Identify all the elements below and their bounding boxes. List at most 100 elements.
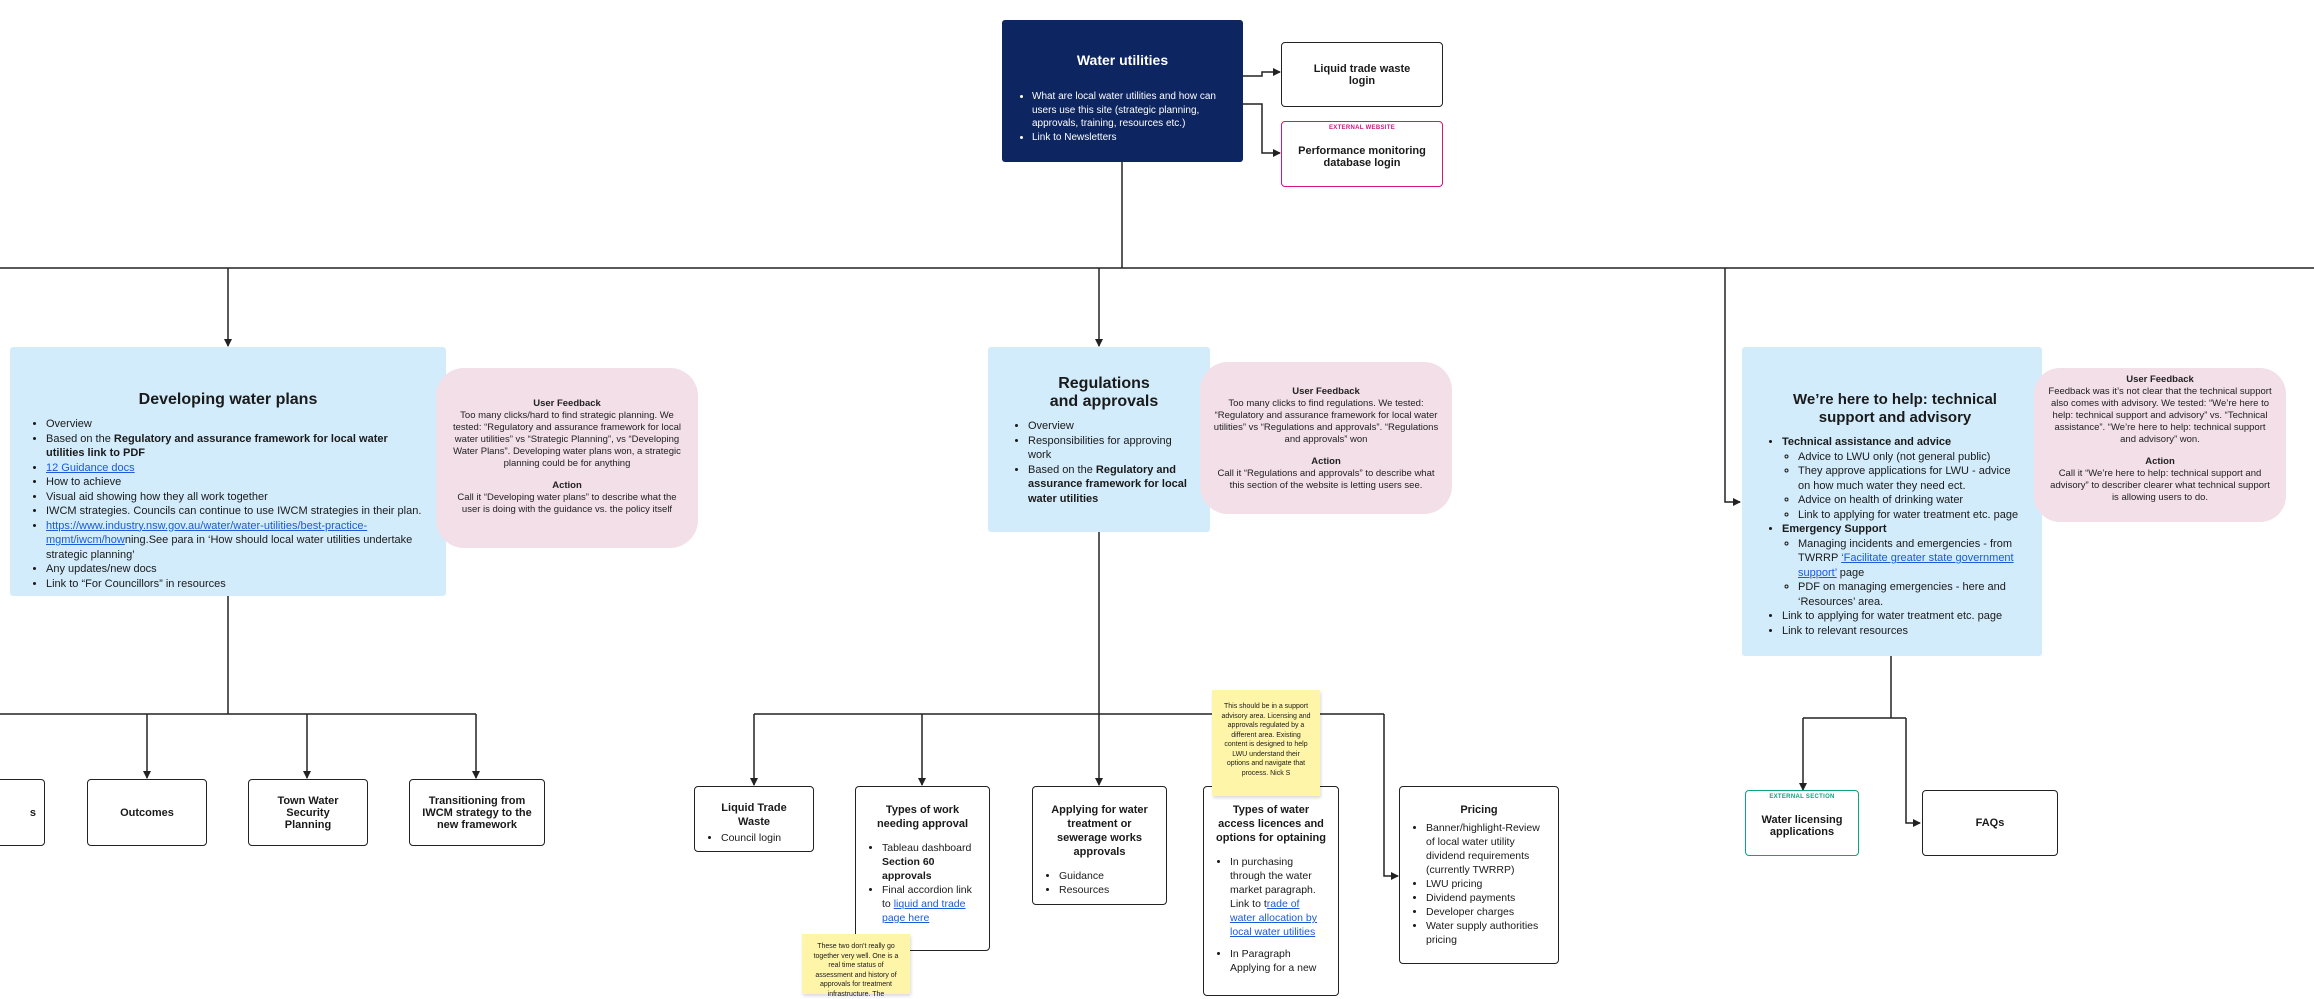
node-label: Liquid trade waste login (1313, 62, 1411, 87)
feedback-heading: User Feedback (2126, 374, 2194, 385)
bullet: Link to “For Councillors” in resources (46, 577, 424, 592)
guidance-docs-link[interactable]: 12 Guidance docs (46, 461, 135, 474)
sticky-text: This should be in a support advisory are… (1221, 703, 1311, 777)
bullet-text: Final accordion link to (882, 884, 972, 910)
water-access-licences-node[interactable]: Types of water access licences and optio… (1203, 786, 1339, 996)
node-bullets: Council login (705, 831, 803, 845)
bullet-text: Tableau dashboard (882, 842, 972, 854)
bullet: Banner/highlight-Review of local water u… (1426, 821, 1548, 877)
bullet: Final accordion link to liquid and trade… (882, 883, 979, 925)
regulations-feedback-note: User Feedback Too many clicks to find re… (1200, 362, 1452, 514)
town-water-security-node[interactable]: Town Water Security Planning (248, 779, 368, 846)
liquid-trade-link[interactable]: liquid and trade page here (882, 898, 966, 924)
bullet: Dividend payments (1426, 891, 1548, 905)
sub-bullets: Managing incidents and emergencies - fro… (1782, 537, 2022, 610)
sub-bullet: They approve applications for LWU - advi… (1798, 464, 2022, 493)
node-title: Pricing (1460, 804, 1498, 816)
liquid-trade-waste-login-node[interactable]: Liquid trade waste login (1281, 42, 1443, 107)
sticky-text: These two don't really go together very … (813, 943, 899, 998)
bullet: Tableau dashboard Section 60 approvals (882, 841, 979, 883)
root-water-utilities[interactable]: Water utilities What are local water uti… (1002, 20, 1243, 162)
bullet: In Paragraph Applying for a new (1230, 947, 1328, 975)
root-bullet: What are local water utilities and how c… (1032, 90, 1227, 131)
sub-bullet: Advice to LWU only (not general public) (1798, 450, 2022, 465)
bullet: https://www.industry.nsw.gov.au/water/wa… (46, 519, 424, 563)
root-bullets: What are local water utilities and how c… (1018, 90, 1227, 144)
node-label: Water licensing applications (1761, 814, 1843, 838)
faqs-node[interactable]: FAQs (1922, 790, 2058, 856)
action-heading: Action (2145, 456, 2175, 467)
sticky-note-bottom: These two don't really go together very … (802, 934, 910, 998)
node-title: Liquid Trade Waste (721, 802, 787, 828)
bullet: Technical assistance and advice Advice t… (1782, 435, 2022, 522)
node-label: FAQs (1975, 817, 2005, 829)
action-heading: Action (1311, 456, 1341, 467)
bullet: LWU pricing (1426, 877, 1548, 891)
bullet: Overview (46, 417, 424, 432)
bullet: Based on the Regulatory and assurance fr… (1028, 463, 1194, 507)
title-line: Regulations (1058, 375, 1150, 392)
node-bullets: Banner/highlight-Review of local water u… (1410, 821, 1548, 947)
bullet: Resources (1059, 883, 1156, 897)
node-label: Town Water Security Planning (277, 794, 339, 831)
bullet-text: page (1836, 566, 1865, 579)
bullet-text: Based on the (46, 432, 114, 445)
feedback-heading: User Feedback (1292, 386, 1360, 397)
bullet: Based on the Regulatory and assurance fr… (46, 432, 424, 461)
node-bullets: Tableau dashboard Section 60 approvals F… (866, 841, 979, 925)
node-bullets: Technical assistance and advice Advice t… (1768, 435, 2022, 638)
iwcm-link[interactable]: https://www.industry.nsw.gov.au/water/wa… (46, 519, 368, 547)
bullet-bold: Section 60 approvals (882, 856, 935, 882)
bullet: Council login (721, 831, 803, 845)
node-label: Outcomes (120, 806, 174, 819)
performance-monitoring-node[interactable]: EXTERNAL WEBSITE Performance monitoring … (1281, 121, 1443, 187)
water-licensing-node[interactable]: EXTERNAL SECTION Water licensing applica… (1745, 790, 1859, 856)
bullet: Any updates/new docs (46, 562, 424, 577)
partial-node[interactable]: s (0, 779, 45, 846)
feedback-text: Feedback was it’s not clear that the tec… (2048, 386, 2272, 445)
node-title: We’re here to help: technical support an… (1793, 391, 1997, 426)
bullet: Visual aid showing how they all work tog… (46, 490, 424, 505)
sub-bullets: Advice to LWU only (not general public) … (1782, 450, 2022, 523)
bullet-bold: Regulatory and assurance framework for l… (46, 432, 388, 460)
bullet: 12 Guidance docs (46, 461, 424, 476)
sub-bullet: PDF on managing emergencies - here and ‘… (1798, 580, 2022, 609)
types-of-work-node[interactable]: Types of work needing approval Tableau d… (855, 786, 990, 951)
developing-water-plans-node[interactable]: Developing water plans Overview Based on… (10, 347, 446, 596)
feedback-text: Too many clicks/hard to find strategic p… (452, 410, 682, 469)
bullet-text: ning.See para in ‘How should local water… (46, 534, 413, 561)
sub-bullet: Managing incidents and emergencies - fro… (1798, 537, 2022, 581)
bullet: Overview (1028, 419, 1194, 434)
technical-support-node[interactable]: We’re here to help: technical support an… (1742, 347, 2042, 656)
node-bullets: Overview Based on the Regulatory and ass… (32, 417, 424, 591)
bullet: Responsibilities for approving work (1028, 434, 1194, 463)
bullet: IWCM strategies. Councils can continue t… (46, 504, 424, 519)
node-title: Types of work needing approval (876, 804, 969, 830)
root-bullet: Link to Newsletters (1032, 131, 1227, 145)
water-plans-feedback-note: User Feedback Too many clicks/hard to fi… (436, 368, 698, 548)
transitioning-node[interactable]: Transitioning from IWCM strategy to the … (409, 779, 545, 846)
bullet: In purchasing through the water market p… (1230, 855, 1328, 939)
applying-approvals-node[interactable]: Applying for water treatment or sewerage… (1032, 786, 1167, 905)
node-bullets: In purchasing through the water market p… (1214, 855, 1328, 975)
pricing-node[interactable]: Pricing Banner/highlight-Review of local… (1399, 786, 1559, 964)
node-label: Performance monitoring database login (1298, 145, 1426, 169)
external-website-label: EXTERNAL WEBSITE (1328, 125, 1396, 131)
bullet: Developer charges (1426, 905, 1548, 919)
liquid-trade-waste-node[interactable]: Liquid Trade Waste Council login (694, 786, 814, 852)
bullet: Link to relevant resources (1782, 624, 2022, 639)
outcomes-node[interactable]: Outcomes (87, 779, 207, 846)
trade-allocation-link[interactable]: rade of water allocation by local water … (1230, 898, 1317, 938)
technical-support-feedback-note: User Feedback Feedback was it’s not clea… (2034, 368, 2286, 522)
sub-bullet: Advice on health of drinking water (1798, 493, 2022, 508)
node-label: Transitioning from IWCM strategy to the … (422, 794, 532, 831)
state-support-link[interactable]: ‘Facilitate greater state government sup… (1798, 552, 2014, 579)
bullet: Water supply authorities pricing (1426, 919, 1548, 947)
action-text: Call it “Developing water plans” to desc… (457, 492, 677, 515)
action-heading: Action (552, 480, 582, 491)
bullet-bold: Emergency Support (1782, 523, 1887, 535)
bullet: Link to applying for water treatment etc… (1782, 609, 2022, 624)
bullet-text: Based on the (1028, 463, 1096, 476)
